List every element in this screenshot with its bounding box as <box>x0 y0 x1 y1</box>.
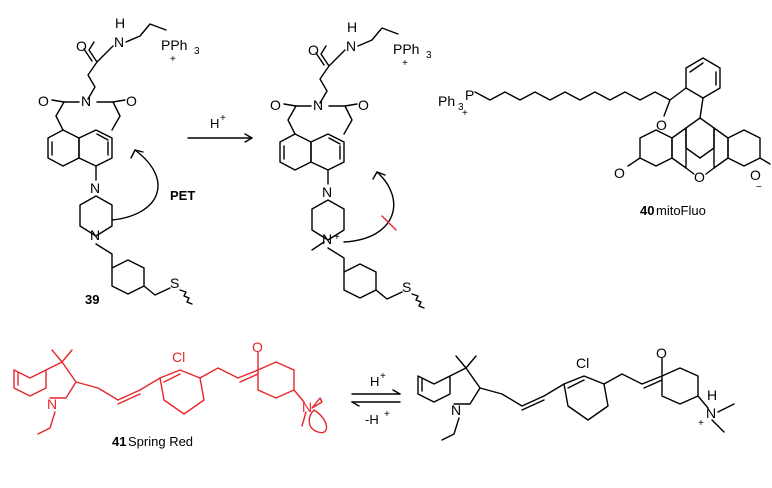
atom-pph3: PPh <box>161 37 187 53</box>
svg-text:P: P <box>465 87 474 103</box>
svg-text:H: H <box>370 374 379 389</box>
svg-text:O: O <box>252 339 263 355</box>
svg-text:PPh: PPh <box>393 41 419 57</box>
svg-text:N: N <box>322 184 332 200</box>
svg-text:N: N <box>706 405 716 421</box>
caption-40-num: 40 <box>640 203 654 218</box>
svg-text:O: O <box>614 165 625 181</box>
protonation-arrow-top: H + <box>187 113 253 143</box>
svg-text:−: − <box>756 182 762 193</box>
svg-text:-H: -H <box>365 412 379 427</box>
svg-text:N: N <box>451 402 461 418</box>
svg-text:+: + <box>462 108 468 119</box>
svg-text:+: + <box>384 409 390 420</box>
svg-text:+: + <box>698 418 704 429</box>
structure-41-spring-red: N Cl O N 41 Spring Red <box>13 339 328 449</box>
atom-o-imide-1: O <box>38 93 49 109</box>
svg-text:N: N <box>47 396 57 412</box>
svg-text:O: O <box>308 42 319 58</box>
caption-41-name: Spring Red <box>128 434 193 449</box>
svg-text:+: + <box>170 54 176 65</box>
svg-text:Cl: Cl <box>172 349 185 365</box>
atom-h-amide: H <box>115 15 125 31</box>
atom-n-amide: N <box>114 34 124 50</box>
svg-text:Cl: Cl <box>576 355 589 371</box>
svg-text:+: + <box>334 232 340 243</box>
equilibrium-arrows: H + -H + <box>351 371 401 427</box>
svg-text:N: N <box>313 97 323 113</box>
svg-text:3: 3 <box>194 46 200 57</box>
svg-text:N: N <box>322 231 332 247</box>
structure-39-protonated: O N H PPh 3 + N O O N N + S <box>270 19 432 309</box>
svg-text:O: O <box>694 169 705 185</box>
atom-o-amide: O <box>76 38 87 54</box>
svg-text:O: O <box>358 97 369 113</box>
structure-39: O N H PPh 3 + N O O N N PET S <box>38 15 200 307</box>
svg-text:+: + <box>220 113 226 124</box>
atom-n-imide: N <box>81 93 91 109</box>
svg-text:H: H <box>347 19 357 35</box>
svg-text:Ph: Ph <box>438 93 455 109</box>
svg-text:O: O <box>270 97 281 113</box>
svg-text:O: O <box>750 167 761 183</box>
structure-41-protonated: N Cl O N H + <box>417 345 735 441</box>
label-pet: PET <box>170 188 195 203</box>
caption-41-num: 41 <box>112 434 126 449</box>
svg-text:3: 3 <box>458 102 464 113</box>
caption-39: 39 <box>85 292 99 307</box>
atom-o-imide-2: O <box>126 93 137 109</box>
svg-text:S: S <box>402 279 411 295</box>
svg-text:H: H <box>210 116 219 131</box>
svg-text:O: O <box>656 345 667 361</box>
svg-text:N: N <box>346 38 356 54</box>
svg-text:+: + <box>380 371 386 382</box>
atom-n-pip-1: N <box>90 180 100 196</box>
atom-n-pip-2: N <box>90 227 100 243</box>
svg-text:O: O <box>656 117 667 133</box>
svg-text:3: 3 <box>426 50 432 61</box>
svg-text:N: N <box>302 399 312 415</box>
svg-text:+: + <box>402 58 408 69</box>
atom-s-39: S <box>170 275 179 291</box>
structure-40-mitofluo: Ph 3 + P O O O O − 40 mitoFluo <box>438 57 771 218</box>
caption-40-name: mitoFluo <box>656 203 706 218</box>
svg-text:H: H <box>707 387 717 403</box>
